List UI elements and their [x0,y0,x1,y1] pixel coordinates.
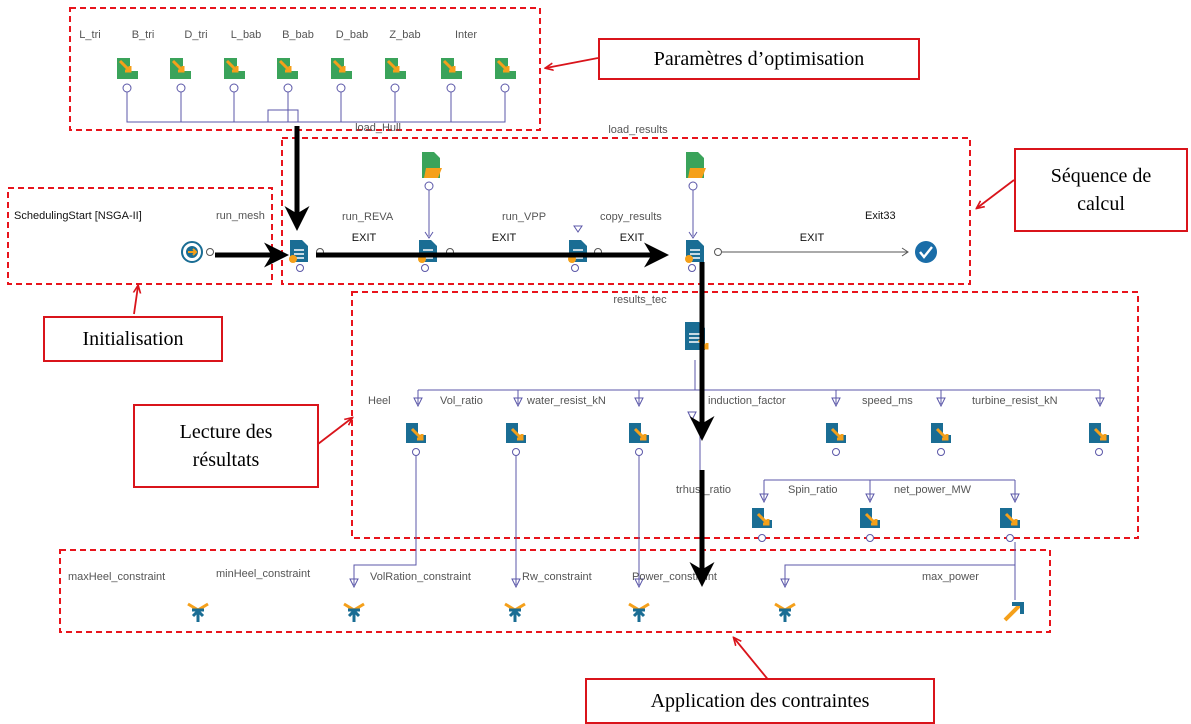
sequence-frame [281,137,971,285]
results-bus [413,360,1105,504]
output-variable-icon[interactable] [506,423,526,443]
param-label: L_tri [79,29,100,41]
output-icons [406,423,1109,528]
script-node-icon[interactable] [418,240,437,263]
callout-lecture-line1: Lecture des [179,421,273,443]
run-mesh-label: run_mesh [216,210,265,222]
callout-sequence: Séquence de calcul [1014,148,1188,232]
constraints-frame [59,549,1051,633]
scheduling-start-label: SchedulingStart [NSGA-II] [14,210,142,222]
param-icons [117,58,516,79]
init-frame [7,187,273,285]
callout-arrows [134,57,1015,683]
constraint-icon[interactable] [187,602,209,622]
output-label: turbine_resist_kN [972,395,1058,407]
param-label: B_tri [132,29,155,41]
run-reva-label: run_REVA [342,211,394,223]
load-hull-label: load_Hull [355,122,401,134]
callout-lecture-line2: résultats [192,449,260,471]
output-label: Heel [368,395,391,407]
parameter-input-icon[interactable] [277,58,298,79]
callout-lecture: Lecture des résultats [133,404,319,488]
param-label: Z_bab [389,29,420,41]
exit33-label: Exit33 [865,210,896,222]
callout-params-text: Paramètres d’optimisation [653,48,865,70]
parameter-input-icon[interactable] [170,58,191,79]
constraint-icon[interactable] [628,602,650,622]
constraint-wires [349,456,1016,600]
exit-wires [296,247,909,272]
callout-application-text: Application des contraintes [650,690,870,712]
script-node-icon[interactable] [289,240,308,263]
parameter-input-icon[interactable] [331,58,352,79]
load-results-label: load_results [608,124,668,136]
param-bus [122,83,510,123]
output-variable-icon[interactable] [931,423,951,443]
output-ports [412,448,1103,542]
param-label: L_bab [231,29,262,41]
parameter-input-icon[interactable] [117,58,138,79]
output-label: induction_factor [708,395,786,407]
output-label: speed_ms [862,395,913,407]
results-tec-label: results_tec [613,294,667,306]
output-variable-icon[interactable] [406,423,426,443]
output-label: water_resist_kN [526,395,606,407]
flow-arrows [215,126,715,587]
callout-init: Initialisation [43,316,223,362]
callout-sequence-line2: calcul [1077,193,1125,215]
exit-label: EXIT [492,232,517,244]
param-label: B_bab [282,29,314,41]
maximize-objective-icon[interactable] [1003,602,1024,622]
output-variable-icon[interactable] [826,423,846,443]
callout-application: Application des contraintes [585,678,935,724]
output-variable-icon[interactable] [1089,423,1109,443]
params-frame [69,7,541,131]
file-loader-icon[interactable] [686,152,706,178]
copy-results-label: copy_results [600,211,662,223]
constraint-label: Rw_constraint [522,571,592,583]
script-node-icon[interactable] [568,240,587,263]
sub-output-label: Spin_ratio [788,484,838,496]
parameter-input-icon[interactable] [495,58,516,79]
param-label: D_bab [336,29,368,41]
exit-label: EXIT [620,232,645,244]
exit-label: EXIT [800,232,825,244]
scheduling-start-icon[interactable] [181,241,214,263]
callout-init-text: Initialisation [82,328,184,350]
output-variable-icon[interactable] [1000,508,1020,528]
param-label: D_tri [184,29,207,41]
param-labels: L_tri B_tri D_tri L_bab B_bab D_bab Z_ba… [79,29,477,41]
sub-output-label: net_power_MW [894,484,972,496]
param-label: Inter [455,29,477,41]
constraint-icon[interactable] [343,602,365,622]
script-node-icon[interactable] [685,240,704,263]
constraint-label: VolRation_constraint [370,571,471,583]
parameter-input-icon[interactable] [385,58,406,79]
output-variable-icon[interactable] [860,508,880,528]
constraint-label: max_power [922,571,979,583]
file-loader-icon[interactable] [422,152,442,178]
output-variable-icon[interactable] [752,508,772,528]
constraint-label: minHeel_constraint [216,568,310,580]
run-vpp-label: run_VPP [502,211,546,223]
parameter-input-icon[interactable] [224,58,245,79]
constraint-icon[interactable] [774,602,796,622]
exit-label: EXIT [352,232,377,244]
callout-params: Paramètres d’optimisation [598,38,920,80]
output-variable-icon[interactable] [629,423,649,443]
results-frame [351,291,1139,539]
output-label: Vol_ratio [440,395,483,407]
constraint-icon[interactable] [504,602,526,622]
exit-check-icon[interactable] [915,241,937,263]
constraint-label: maxHeel_constraint [68,571,165,583]
callout-sequence-line1: Séquence de [1050,165,1152,187]
parameter-input-icon[interactable] [441,58,462,79]
